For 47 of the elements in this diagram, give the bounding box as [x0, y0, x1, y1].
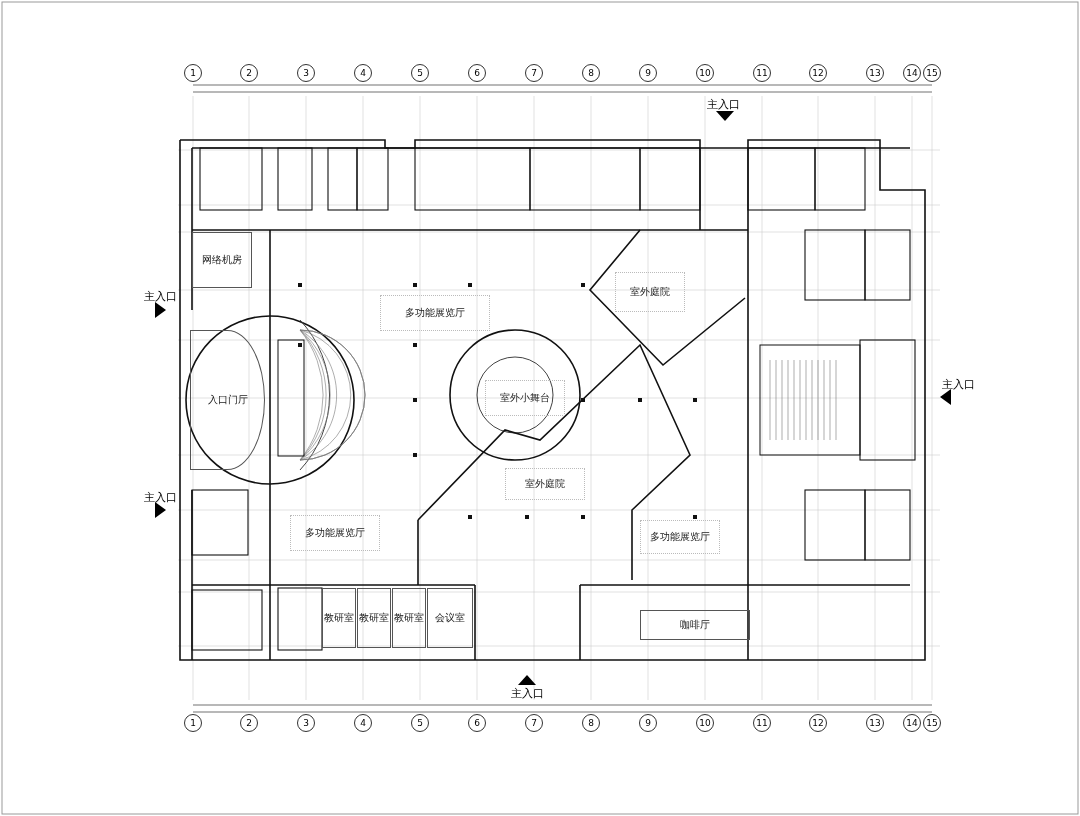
axis-number: 3: [297, 64, 315, 82]
axis-number: 12: [809, 64, 827, 82]
axis-number: 10: [696, 64, 714, 82]
room: 教研室: [392, 588, 426, 648]
axis-number: 11: [753, 64, 771, 82]
room: 教研室: [357, 588, 391, 648]
room: 会议室: [427, 588, 473, 648]
axis-number: 9: [639, 64, 657, 82]
axis-number: 13: [866, 64, 884, 82]
axis-number: 1: [184, 64, 202, 82]
axis-number: 8: [582, 714, 600, 732]
axis-number: 5: [411, 714, 429, 732]
room: 室外庭院: [615, 272, 685, 312]
axis-number: 13: [866, 714, 884, 732]
room: 室外庭院: [505, 468, 585, 500]
axis-number: 5: [411, 64, 429, 82]
axis-number: 4: [354, 714, 372, 732]
room: 多功能展览厅: [290, 515, 380, 551]
axis-number: 15: [923, 714, 941, 732]
room: 咖啡厅: [640, 610, 750, 640]
axis-number: 7: [525, 64, 543, 82]
axis-number: 9: [639, 714, 657, 732]
axis-number: 6: [468, 64, 486, 82]
axis-number: 6: [468, 714, 486, 732]
room: 网络机房: [192, 232, 252, 288]
entrance-label: 主入口: [143, 489, 177, 505]
room: 多功能展览厅: [640, 520, 720, 554]
axis-number: 10: [696, 714, 714, 732]
axis-number: 12: [809, 714, 827, 732]
axis-number: 8: [582, 64, 600, 82]
axis-number: 14: [903, 64, 921, 82]
axis-number: 7: [525, 714, 543, 732]
room: 教研室: [322, 588, 356, 648]
axis-number: 11: [753, 714, 771, 732]
axis-number: 3: [297, 714, 315, 732]
axis-number: 2: [240, 64, 258, 82]
axis-number: 15: [923, 64, 941, 82]
entrance-label: 主入口: [510, 685, 544, 701]
axis-number: 14: [903, 714, 921, 732]
room: 室外小舞台: [485, 380, 565, 416]
entrance-label: 主入口: [941, 376, 975, 392]
entrance-label: 主入口: [706, 96, 740, 112]
entrance-label: 主入口: [143, 288, 177, 304]
axis-number: 1: [184, 714, 202, 732]
axis-number: 4: [354, 64, 372, 82]
room: 多功能展览厅: [380, 295, 490, 331]
axis-number: 2: [240, 714, 258, 732]
